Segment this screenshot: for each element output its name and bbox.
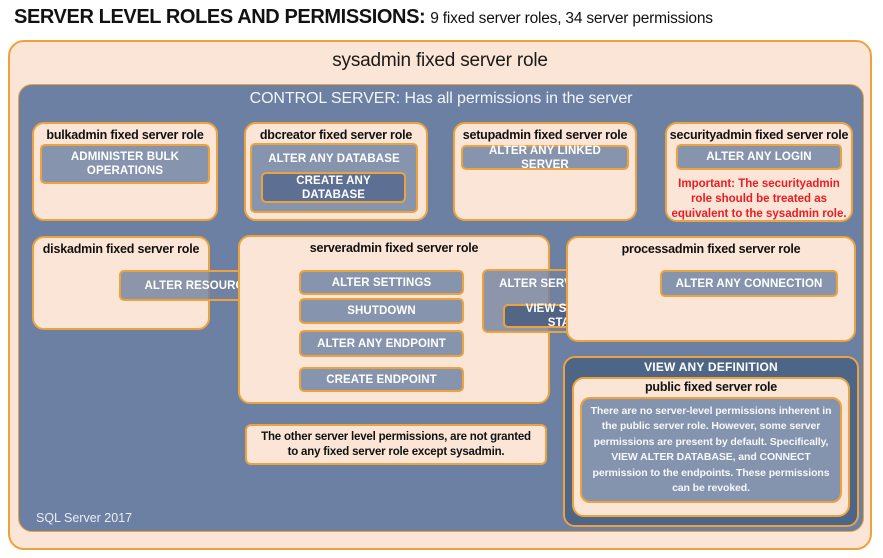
public-role-note-box: There are no server-level permissions in… (580, 397, 842, 503)
role-title-processadmin: processadmin fixed server role (621, 242, 801, 256)
role-box-setupadmin: setupadmin fixed server role (453, 122, 637, 221)
securityadmin-warning-text: Important: The securityadmin role should… (671, 178, 847, 220)
role-title-public: public fixed server role (644, 380, 778, 394)
permission-administer-bulk-operations: ADMINISTER BULK OPERATIONS (40, 144, 210, 184)
public-role-note-text: There are no server-level permissions in… (590, 404, 832, 495)
role-title-dbcreator: dbcreator fixed server role (259, 128, 413, 142)
role-box-securityadmin: securityadmin fixed server role (665, 122, 853, 222)
role-title-serveradmin: serveradmin fixed server role (309, 241, 479, 255)
permission-alter-any-login: ALTER ANY LOGIN (676, 144, 842, 170)
sql-server-version-label: SQL Server 2017 (36, 511, 133, 525)
other-permissions-note-text: The other server level permissions, are … (261, 430, 531, 458)
role-title-securityadmin: securityadmin fixed server role (669, 128, 849, 142)
control-server-title: CONTROL SERVER: Has all permissions in t… (249, 90, 633, 107)
other-permissions-note-box: The other server level permissions, are … (245, 424, 547, 465)
permission-create-any-database: CREATE ANY DATABASE (261, 172, 406, 203)
permission-create-endpoint: CREATE ENDPOINT (299, 367, 464, 392)
permission-view-any-definition: VIEW ANY DEFINITION (644, 360, 778, 374)
page-title-detail: 9 fixed server roles, 34 server permissi… (430, 10, 713, 27)
permission-alter-settings: ALTER SETTINGS (299, 270, 464, 295)
page-title-strong: SERVER LEVEL ROLES AND PERMISSIONS: (14, 6, 426, 28)
page-title: SERVER LEVEL ROLES AND PERMISSIONS:9 fix… (14, 6, 713, 29)
role-title-sysadmin: sysadmin fixed server role (332, 50, 548, 71)
role-title-setupadmin: setupadmin fixed server role (462, 128, 628, 142)
permission-alter-any-linked-server: ALTER ANY LINKED SERVER (461, 145, 629, 171)
permission-shutdown: SHUTDOWN (299, 298, 464, 324)
role-box-diskadmin: diskadmin fixed server role (32, 236, 210, 330)
role-title-bulkadmin: bulkadmin fixed server role (46, 128, 204, 142)
role-title-diskadmin: diskadmin fixed server role (42, 242, 200, 256)
permission-alter-any-endpoint: ALTER ANY ENDPOINT (299, 330, 464, 357)
permission-alter-any-connection: ALTER ANY CONNECTION (660, 270, 838, 297)
